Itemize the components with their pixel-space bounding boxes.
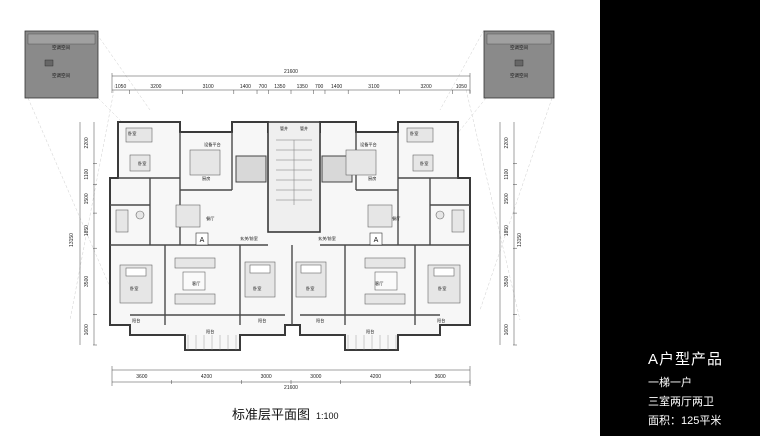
unit-area-line: 面积：125平米: [648, 415, 722, 427]
inset-right: 空调空间 空调空间: [483, 30, 555, 99]
top-dim-2: 3100: [203, 84, 214, 90]
left-overall-dim: 13150: [69, 233, 75, 247]
bottom-dim-4: 4200: [370, 374, 381, 380]
left-dim-labels: 2200 1100 1500 1850 3500 1600: [84, 137, 97, 346]
room-label-bedroom-nw: 卧室: [128, 130, 136, 137]
top-dim-11: 1050: [456, 84, 467, 90]
room-label-entrance-right: 玄关/前室: [318, 235, 336, 242]
unit-mark-left: A: [200, 237, 205, 244]
inset-left-label-2: 空调空间: [52, 72, 70, 79]
right-dim-4: 3500: [504, 276, 510, 287]
right-dim-0: 2200: [504, 137, 510, 148]
room-label-bedroom-ne: 卧室: [410, 130, 418, 137]
inset-right-label-1: 空调空间: [510, 44, 528, 51]
building: 管井 管井: [109, 121, 471, 351]
bottom-dim-labels: 3600 4200 3000 3000 4200 3600: [136, 374, 471, 384]
room-label-bedroom-sw: 卧室: [130, 285, 138, 292]
unit-type-title: A户型产品: [648, 351, 724, 368]
floor-plan-drawing: 空调空间 空调空间 空调空间 空调空间 21600 1050 3200 3100 14…: [24, 29, 555, 391]
bottom-dim-5: 3600: [435, 374, 446, 380]
left-dim-0: 2200: [84, 137, 90, 148]
bottom-dim-3: 3000: [310, 374, 321, 380]
room-label-bedroom-s2: 卧室: [306, 285, 314, 292]
room-label-balcony-se: 阳台: [437, 317, 445, 324]
room-label-living-right: 客厅: [375, 280, 383, 287]
shaft-label-right: 管井: [300, 125, 308, 131]
inset-left: 空调空间 空调空间: [24, 30, 99, 99]
floor-plan-area: 空调空间 空调空间 空调空间 空调空间 21600 1050 3200 3100 14…: [24, 29, 555, 423]
room-label-equip-right: 设备平台: [360, 141, 377, 148]
plan-caption-scale: 1:100: [316, 411, 339, 421]
top-dim-9: 3100: [368, 84, 379, 90]
left-dim-3: 1850: [84, 225, 90, 236]
bottom-dim-1: 4200: [201, 374, 212, 380]
room-label-kitchen-left: 厨房: [202, 175, 210, 182]
info-panel: A户型产品 一梯一户 三室两厅两卫 面积：125平米: [600, 0, 760, 436]
top-dim-7: 700: [315, 84, 324, 90]
left-dim-2: 1500: [84, 193, 90, 204]
unit-layout-line-2: 三室两厅两卫: [648, 396, 714, 408]
room-label-bedroom-se: 卧室: [438, 285, 446, 292]
left-dim-4: 3500: [84, 276, 90, 287]
bottom-dim-0: 3600: [136, 374, 147, 380]
top-dim-1: 3200: [150, 84, 161, 90]
bottom-overall-dim: 21600: [284, 385, 298, 391]
top-dim-5: 1350: [274, 84, 285, 90]
top-dim-10: 3200: [421, 84, 432, 90]
side-dimension-lines: [79, 122, 515, 345]
top-dim-6: 1350: [297, 84, 308, 90]
right-dim-labels: 2200 1100 1500 1850 3500 1600: [504, 137, 517, 346]
unit-mark-right: A: [374, 237, 379, 244]
room-label-bedroom-s1: 卧室: [253, 285, 261, 292]
top-dim-0: 1050: [115, 84, 126, 90]
room-label-kitchen-right: 厨房: [368, 175, 376, 182]
room-labels: 卧室 卧室 设备平台 厨房 餐厅 玄关/前室 卧室 客厅 卧室 阳台 阳台 阳台…: [128, 130, 446, 335]
room-label-dining-right: 餐厅: [392, 215, 400, 222]
room-label-balcony-s1: 阳台: [258, 317, 266, 324]
unit-layout-line-1: 一梯一户: [648, 377, 692, 389]
right-dim-1: 1100: [504, 169, 510, 180]
right-dim-2: 1500: [504, 193, 510, 204]
top-dim-3: 1400: [240, 84, 251, 90]
room-label-entrance-left: 玄关/前室: [240, 235, 258, 242]
plan-caption: 标准层平面图 1:100: [232, 404, 339, 423]
top-dim-4: 700: [259, 84, 268, 90]
plan-caption-title: 标准层平面图: [232, 407, 311, 422]
room-label-balcony-sw: 阳台: [132, 317, 140, 324]
left-dim-1: 1100: [84, 169, 90, 180]
top-dim-labels: 1050 3200 3100 1400 700 1350 1350 700 1400 3100 32…: [115, 84, 471, 94]
room-label-bedroom-nw2: 卧室: [138, 160, 146, 167]
left-dim-5: 1600: [84, 324, 90, 335]
right-dim-3: 1850: [504, 225, 510, 236]
right-dim-5: 1600: [504, 324, 510, 335]
inset-right-label-2: 空调空间: [510, 72, 528, 79]
room-label-dining-left: 餐厅: [206, 215, 214, 222]
room-label-balcony-s2: 阳台: [316, 317, 324, 324]
top-dim-8: 1400: [331, 84, 342, 90]
right-overall-dim: 13150: [517, 233, 523, 247]
room-label-balcony-right: 阳台: [366, 328, 374, 335]
top-overall-dim: 21600: [284, 69, 298, 75]
shaft-label-left: 管井: [280, 125, 288, 131]
bottom-dim-2: 3000: [261, 374, 272, 380]
room-label-living-left: 客厅: [192, 280, 200, 287]
room-label-equip-left: 设备平台: [204, 141, 221, 148]
room-label-balcony-left: 阳台: [206, 328, 214, 335]
room-label-bedroom-ne2: 卧室: [420, 160, 428, 167]
inset-left-label-1: 空调空间: [52, 44, 70, 51]
